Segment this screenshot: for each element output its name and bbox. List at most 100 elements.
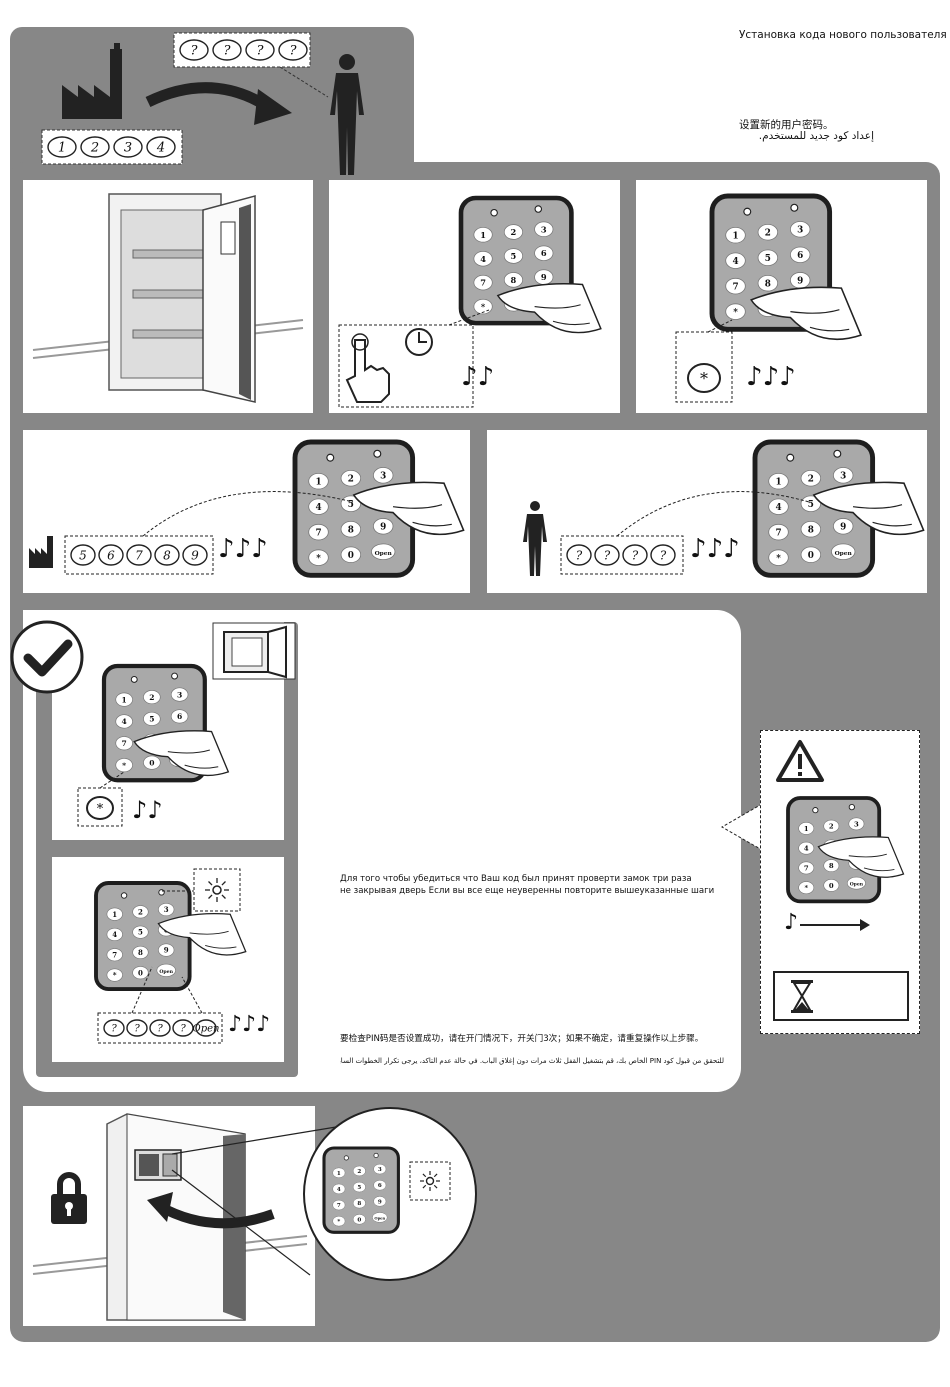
keypad-key-4[interactable]: 4 xyxy=(332,1183,346,1195)
keypad-key-5[interactable]: 5 xyxy=(340,495,362,512)
keypad-key-0[interactable]: 0 xyxy=(340,546,362,563)
keypad-key-1[interactable]: 1 xyxy=(332,1167,346,1179)
keypad-key-2[interactable]: 2 xyxy=(503,224,524,240)
keypad-key-3[interactable]: 3 xyxy=(848,817,865,831)
keypad-key-2[interactable]: 2 xyxy=(757,224,779,241)
keypad-key-5[interactable]: 5 xyxy=(503,248,524,264)
keypad-key-1[interactable]: 1 xyxy=(798,822,815,835)
svg-text:4: 4 xyxy=(804,845,809,853)
keypad-key-star[interactable]: * xyxy=(106,968,123,982)
keypad-key-9[interactable]: 9 xyxy=(790,272,811,289)
clock-icon xyxy=(405,328,433,356)
keypad-key-8[interactable]: 8 xyxy=(503,272,524,288)
keypad-key-2[interactable]: 2 xyxy=(823,819,840,833)
keypad-key-7[interactable]: 7 xyxy=(332,1199,346,1211)
keypad-key-2[interactable]: 2 xyxy=(132,905,149,919)
svg-text:3: 3 xyxy=(164,905,169,914)
keypad-key-6[interactable]: 6 xyxy=(373,1179,387,1191)
keypad-key-2[interactable]: 2 xyxy=(143,690,161,705)
keypad-key-9[interactable]: 9 xyxy=(534,269,554,285)
keypad-key-star[interactable]: * xyxy=(332,1215,346,1227)
svg-text:7: 7 xyxy=(480,278,486,288)
keypad-key-7[interactable]: 7 xyxy=(798,861,815,875)
keypad-key-open[interactable]: Open xyxy=(156,963,176,977)
svg-text:5: 5 xyxy=(765,254,771,264)
keypad-key-2[interactable]: 2 xyxy=(800,470,822,487)
keypad-key-1[interactable]: 1 xyxy=(106,907,123,921)
keypad-key-4[interactable]: 4 xyxy=(115,714,133,729)
keypad-key-1[interactable]: 1 xyxy=(725,226,746,244)
svg-text:8: 8 xyxy=(138,948,143,957)
keypad-key-star[interactable]: * xyxy=(115,758,133,773)
keypad-key-3[interactable]: 3 xyxy=(790,221,811,238)
keypad-key-1[interactable]: 1 xyxy=(308,472,329,490)
keypad-key-8[interactable]: 8 xyxy=(823,859,840,873)
keypad-key-5[interactable]: 5 xyxy=(132,925,149,939)
keypad-key-3[interactable]: 3 xyxy=(373,467,394,484)
keypad-key-5[interactable]: 5 xyxy=(143,711,161,726)
keypad-key-star[interactable]: * xyxy=(798,881,815,895)
keypad-key-8[interactable]: 8 xyxy=(132,945,149,959)
keypad-key-8[interactable]: 8 xyxy=(800,520,822,538)
keypad-key-4[interactable]: 4 xyxy=(473,250,493,267)
svg-text:4: 4 xyxy=(732,257,738,267)
keypad-key-5[interactable]: 5 xyxy=(352,1181,366,1193)
keypad-key-8[interactable]: 8 xyxy=(340,520,362,538)
keypad-key-1[interactable]: 1 xyxy=(768,472,789,490)
keypad-key-4[interactable]: 4 xyxy=(308,498,329,515)
keypad-key-3[interactable]: 3 xyxy=(170,687,189,702)
keypad-key-8[interactable]: 8 xyxy=(757,274,779,292)
keypad-key-1[interactable]: 1 xyxy=(115,692,133,707)
keypad-key-7[interactable]: 7 xyxy=(115,736,133,751)
svg-text:3: 3 xyxy=(124,141,132,156)
keypad-key-0[interactable]: 0 xyxy=(352,1214,366,1225)
keypad-key-6[interactable]: 6 xyxy=(534,245,554,261)
keypad-key-open[interactable]: Open xyxy=(846,876,866,890)
svg-text:3: 3 xyxy=(840,472,846,482)
keypad-key-star[interactable]: * xyxy=(768,549,789,566)
keypad-key-1[interactable]: 1 xyxy=(473,227,493,243)
keypad-key-9[interactable]: 9 xyxy=(373,518,394,535)
keypad-key-open[interactable]: Open xyxy=(372,1212,388,1223)
keypad-key-6[interactable]: 6 xyxy=(170,709,189,724)
keypad-key-9[interactable]: 9 xyxy=(373,1196,387,1207)
keypad-key-9[interactable]: 9 xyxy=(833,518,854,535)
keypad-key-0[interactable]: 0 xyxy=(132,966,149,980)
pressing-finger-icon xyxy=(812,481,925,536)
keypad-key-9[interactable]: 9 xyxy=(158,943,175,957)
keypad-key-2[interactable]: 2 xyxy=(352,1165,366,1177)
keypad-key-7[interactable]: 7 xyxy=(473,274,493,291)
keypad-key-open[interactable]: Open xyxy=(371,543,396,560)
keypad-key-0[interactable]: 0 xyxy=(823,879,840,892)
keypad-key-0[interactable]: 0 xyxy=(800,546,822,563)
keypad-key-7[interactable]: 7 xyxy=(768,523,789,541)
keypad-key-3[interactable]: 3 xyxy=(158,902,175,917)
keypad-key-4[interactable]: 4 xyxy=(725,252,746,269)
keypad-key-7[interactable]: 7 xyxy=(106,948,123,962)
keypad-key-8[interactable]: 8 xyxy=(352,1197,366,1209)
svg-text:2: 2 xyxy=(765,228,771,238)
keypad-key-open[interactable]: Open xyxy=(831,543,856,560)
svg-text:7: 7 xyxy=(112,950,117,959)
svg-text:6: 6 xyxy=(541,248,547,258)
keypad-key-7[interactable]: 7 xyxy=(725,277,746,295)
keypad-key-4[interactable]: 4 xyxy=(106,927,123,942)
svg-text:9: 9 xyxy=(164,946,169,955)
keypad-key-4[interactable]: 4 xyxy=(768,498,789,515)
keypad-key-6[interactable]: 6 xyxy=(790,246,811,264)
keypad-key-4[interactable]: 4 xyxy=(798,841,815,855)
arrow-right-icon xyxy=(145,82,268,110)
keypad-key-5[interactable]: 5 xyxy=(800,495,822,512)
keypad-key-star[interactable]: * xyxy=(725,303,746,320)
keypad-key-star[interactable]: * xyxy=(308,549,329,566)
keypad-key-3[interactable]: 3 xyxy=(833,467,854,484)
keypad-key-5[interactable]: 5 xyxy=(757,249,779,266)
verify-code-entry-1: ? xyxy=(103,1019,125,1037)
keypad-key-3[interactable]: 3 xyxy=(534,221,554,238)
keypad-key-2[interactable]: 2 xyxy=(340,470,362,487)
svg-text:?: ? xyxy=(257,44,265,59)
keypad-key-7[interactable]: 7 xyxy=(308,523,329,541)
keypad-key-3[interactable]: 3 xyxy=(373,1163,387,1175)
keypad-key-0[interactable]: 0 xyxy=(143,755,161,770)
svg-text:1: 1 xyxy=(775,477,781,487)
